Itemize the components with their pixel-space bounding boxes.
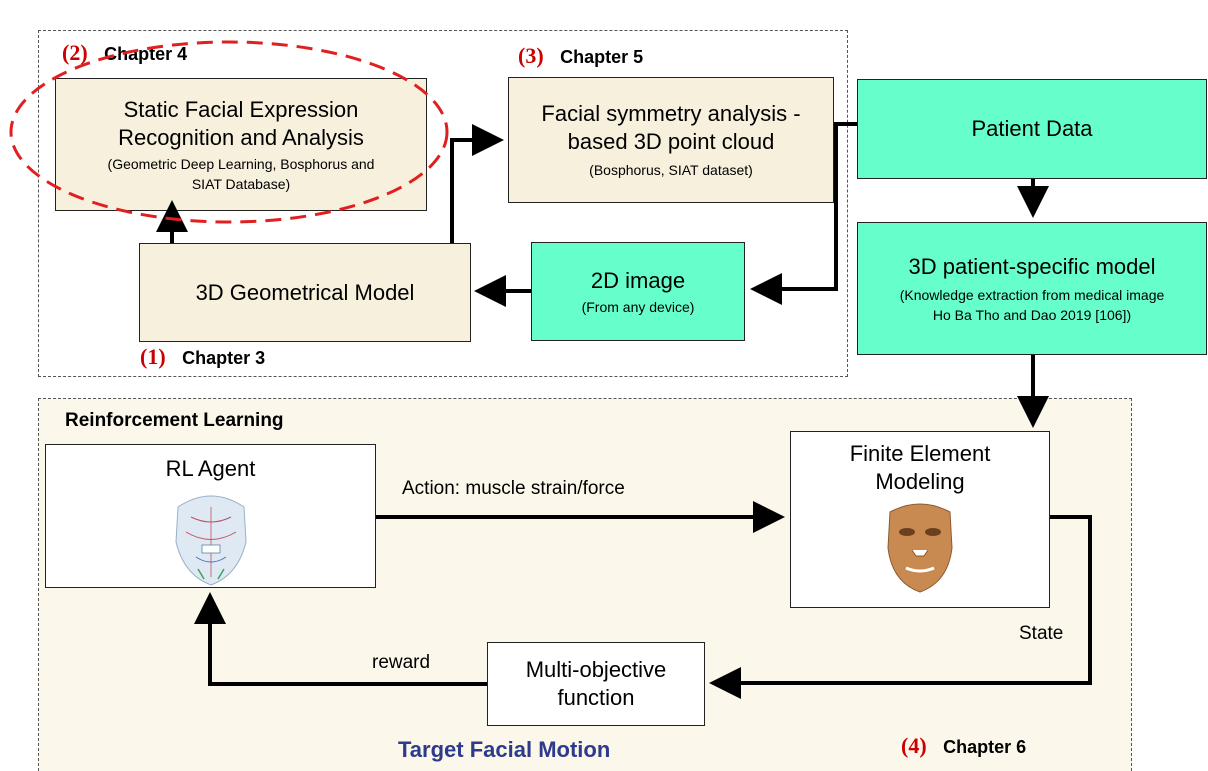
geom-to-symmetry-arrow bbox=[450, 124, 504, 243]
chapter-6-number: (4) bbox=[901, 733, 927, 758]
chapter-4-text: Chapter 4 bbox=[104, 44, 188, 64]
static-fer-sub-line2: SIAT Database) bbox=[191, 175, 291, 192]
chapter-3-label: (1) Chapter 3 bbox=[140, 344, 265, 370]
static-fer-sub-line1: (Geometric Deep Learning, Bosphorus and bbox=[107, 155, 375, 172]
image-2d-sub: (From any device) bbox=[581, 298, 695, 315]
geometrical-model-box: 3D Geometrical Model bbox=[139, 243, 471, 342]
chapter-4-highlight-ellipse bbox=[9, 40, 449, 224]
reward-edge-label: reward bbox=[372, 652, 431, 673]
chapter-5-text: Chapter 5 bbox=[560, 47, 644, 67]
symmetry-title-line2: based 3D point cloud bbox=[567, 129, 775, 154]
fem-face-image bbox=[887, 503, 953, 593]
rl-face-mesh-image bbox=[174, 495, 247, 586]
fem-box: Finite Element Modeling bbox=[790, 431, 1050, 608]
patient-data-title: Patient Data bbox=[971, 116, 1093, 141]
static-fer-title-line1: Static Facial Expression bbox=[123, 96, 359, 122]
chapter-5-label: (3) Chapter 5 bbox=[518, 43, 643, 69]
fem-title-line1: Finite Element bbox=[849, 441, 991, 466]
chapter-3-number: (1) bbox=[140, 344, 166, 369]
patient-model-sub-line2: Ho Ba Tho and Dao 2019 [106]) bbox=[932, 306, 1132, 323]
chapter-4-label: (2) Chapter 4 bbox=[62, 40, 187, 66]
top-region bbox=[38, 30, 848, 377]
multi-objective-box: Multi-objective function bbox=[487, 642, 705, 726]
symmetry-title-line1: Facial symmetry analysis - bbox=[541, 101, 801, 126]
rl-region-title: Reinforcement Learning bbox=[65, 410, 284, 431]
rl-agent-box: RL Agent bbox=[45, 444, 376, 588]
patient-data-box: Patient Data bbox=[857, 79, 1207, 179]
symmetry-box: Facial symmetry analysis - based 3D poin… bbox=[508, 77, 834, 203]
reward-arrow bbox=[194, 592, 487, 686]
rl-agent-title: RL Agent bbox=[165, 456, 256, 481]
chapter-6-text: Chapter 6 bbox=[943, 737, 1027, 757]
fem-title-line2: Modeling bbox=[875, 469, 965, 494]
image-2d-title: 2D image bbox=[590, 267, 686, 293]
geometrical-model-title: 3D Geometrical Model bbox=[195, 279, 415, 305]
chapter-5-number: (3) bbox=[518, 43, 544, 68]
static-fer-title-line2: Recognition and Analysis bbox=[118, 124, 364, 150]
state-arrow bbox=[709, 515, 1092, 699]
static-fer-box: Static Facial Expression Recognition and… bbox=[55, 78, 427, 211]
multi-objective-title-line1: Multi-objective bbox=[525, 657, 667, 682]
patient-model-title: 3D patient-specific model bbox=[908, 253, 1156, 279]
chapter-3-text: Chapter 3 bbox=[182, 348, 266, 368]
action-edge-label: Action: muscle strain/force bbox=[402, 478, 625, 499]
patient-to-image-arrow bbox=[750, 122, 857, 305]
chapter-4-number: (2) bbox=[62, 40, 88, 65]
state-edge-label: State bbox=[1019, 623, 1064, 644]
symmetry-sub: (Bosphorus, SIAT dataset) bbox=[589, 162, 753, 178]
target-facial-motion-label: Target Facial Motion bbox=[398, 737, 611, 762]
image-2d-box: 2D image (From any device) bbox=[531, 242, 745, 341]
chapter-6-label: (4) Chapter 6 bbox=[901, 733, 1026, 759]
patient-model-sub-line1: (Knowledge extraction from medical image bbox=[899, 286, 1165, 303]
multi-objective-title-line2: function bbox=[557, 685, 635, 710]
patient-model-box: 3D patient-specific model (Knowledge ext… bbox=[857, 222, 1207, 355]
